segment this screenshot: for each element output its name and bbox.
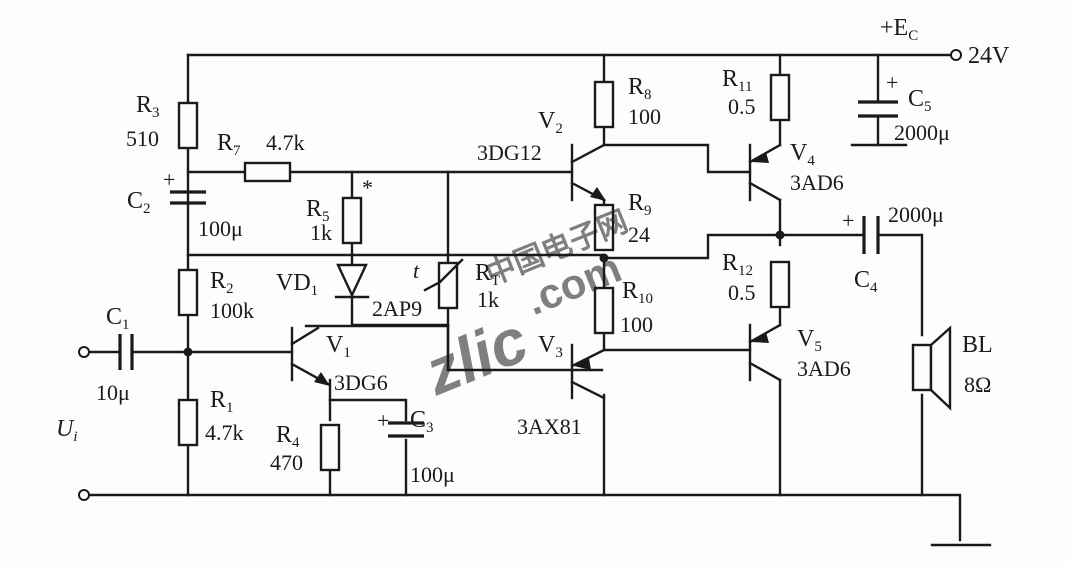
svg-text:*: *: [362, 175, 373, 200]
junctions: [183, 230, 785, 357]
svg-text:R3: R3: [136, 92, 160, 121]
V5-value: 3AD6: [797, 356, 851, 381]
C2-value: 100μ: [198, 216, 243, 241]
transistor-V3: [570, 343, 606, 400]
resistor-R1: [177, 398, 199, 447]
C1-value: 10μ: [96, 380, 130, 405]
supply-label: +E: [880, 15, 908, 41]
svg-text:C5: C5: [908, 86, 932, 115]
svg-text:R7: R7: [217, 130, 241, 159]
BL-value: 8Ω: [964, 372, 991, 397]
svg-text:C2: C2: [127, 188, 151, 217]
svg-text:R8: R8: [628, 74, 652, 103]
R8-value: 100: [628, 104, 661, 129]
VD1-value: 2AP9: [372, 296, 422, 321]
svg-text:C1: C1: [106, 304, 130, 333]
svg-text:R10: R10: [622, 278, 653, 307]
svg-text:R4: R4: [276, 422, 300, 451]
R4-value: 470: [270, 450, 303, 475]
svg-text:RT: RT: [475, 260, 500, 289]
transistor-V5: [748, 323, 782, 382]
resistors: [177, 73, 791, 472]
BL-label: BL: [962, 332, 993, 358]
capacitors: [118, 100, 908, 438]
R7-value: 4.7k: [266, 130, 305, 155]
transistor-V1: [290, 326, 330, 386]
svg-text:V4: V4: [790, 140, 815, 169]
svg-text:R9: R9: [628, 190, 652, 219]
thermistor-RT: [437, 261, 459, 310]
capacitor-C2: [170, 190, 206, 205]
resistor-R9: [593, 203, 615, 252]
capacitor-C4: [862, 216, 880, 254]
capacitor-C1: [118, 334, 134, 370]
thermistor-slash: [423, 258, 464, 292]
input-terminal-top: [78, 346, 90, 358]
resistor-R7: [243, 161, 292, 183]
supply-voltage: 24V: [968, 43, 1010, 69]
svg-text:R12: R12: [722, 250, 753, 279]
svg-text:R5: R5: [306, 196, 330, 225]
transistor-V4: [748, 143, 782, 202]
svg-text:R1: R1: [210, 387, 234, 416]
capacitor-C5: [858, 100, 898, 118]
C5-value: 2000μ: [894, 120, 950, 145]
svg-text:VD1: VD1: [276, 270, 318, 299]
V1-value: 3DG6: [334, 370, 388, 395]
resistor-R11: [769, 73, 791, 122]
R1-value: 4.7k: [205, 420, 244, 445]
svg-text:+EC: +EC: [880, 15, 918, 44]
speaker-BL: [911, 325, 952, 411]
C4-value: 2000μ: [888, 202, 944, 227]
R11-value: 0.5: [728, 94, 756, 119]
input-terminal-bottom: [78, 489, 90, 501]
svg-text:C4: C4: [854, 267, 878, 296]
svg-text:+: +: [163, 167, 175, 192]
svg-text:R11: R11: [722, 66, 752, 95]
svg-text:C3: C3: [410, 407, 434, 436]
C3-value: 100μ: [410, 462, 455, 487]
resistor-R5: [341, 196, 363, 245]
R2-value: 100k: [210, 298, 254, 323]
V4-value: 3AD6: [790, 170, 844, 195]
svg-text:+: +: [842, 208, 854, 233]
R12-value: 0.5: [728, 280, 756, 305]
svg-text:+: +: [886, 70, 898, 95]
resistor-R2: [177, 268, 199, 317]
diode-VD1: [334, 263, 370, 299]
svg-text:R2: R2: [210, 268, 234, 297]
labels: +EC 24V Ui R3 510 R7 4.7k + C2 100μ * R5…: [56, 15, 1010, 487]
R3-value: 510: [126, 126, 159, 151]
svg-text:V5: V5: [797, 326, 822, 355]
resistor-R10: [593, 286, 615, 335]
svg-text:V3: V3: [538, 332, 563, 361]
capacitor-C3: [388, 421, 424, 438]
R9-value: 24: [628, 222, 650, 247]
svg-text:+: +: [377, 408, 389, 433]
V3-value: 3AX81: [517, 414, 582, 439]
transistor-V2: [570, 143, 606, 202]
svg-text:V1: V1: [326, 332, 351, 361]
svg-text:zlic: zlic: [414, 303, 538, 409]
RT-value: 1k: [477, 287, 499, 312]
watermark-logo: 中国电子网 zlic .com: [414, 205, 633, 409]
R10-value: 100: [620, 312, 653, 337]
R5-value: 1k: [310, 220, 332, 245]
svg-text:t: t: [413, 258, 420, 283]
V2-value: 3DG12: [477, 140, 542, 165]
transistors: [290, 143, 782, 400]
input-label: U: [56, 416, 75, 442]
terminals: [78, 49, 962, 501]
resistor-R4: [319, 423, 341, 472]
resistor-R12: [769, 260, 791, 309]
svg-text:V2: V2: [538, 108, 563, 137]
svg-text:Ui: Ui: [56, 416, 78, 445]
resistor-R3: [177, 101, 199, 150]
resistor-R8: [593, 80, 615, 129]
supply-terminal: [950, 49, 962, 61]
